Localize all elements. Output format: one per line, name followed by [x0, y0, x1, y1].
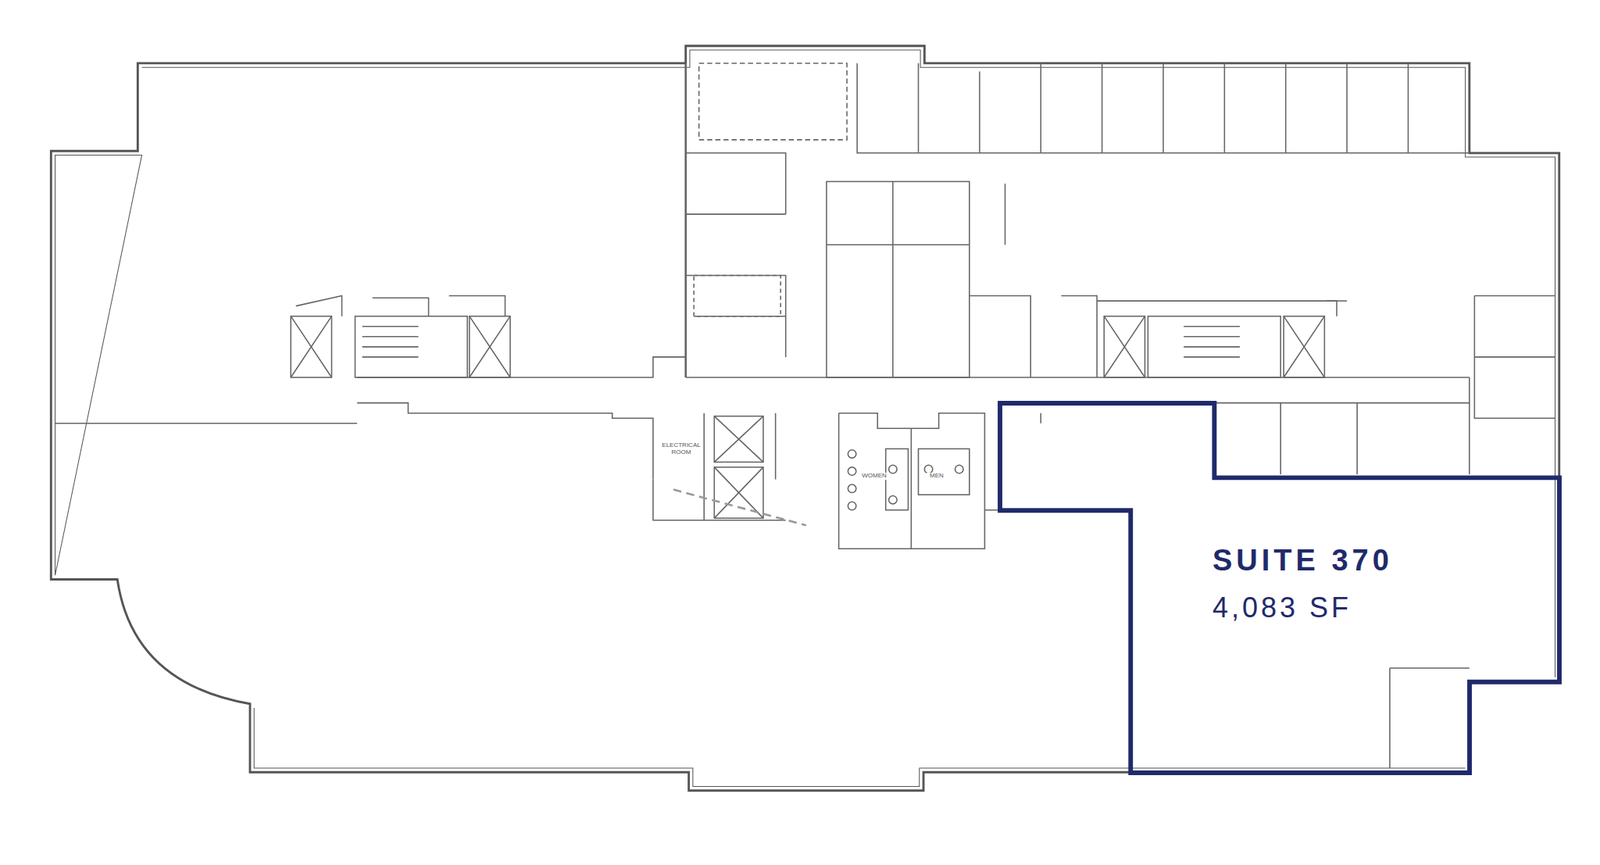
- suite-outline: SUITE 370 4,083 SF: [1000, 403, 1560, 773]
- room-label: WOMEN: [860, 472, 888, 480]
- suite-name: SUITE 370: [1212, 545, 1393, 575]
- room-label: MEN: [926, 472, 947, 480]
- exterior-wall-inner: [55, 50, 1556, 787]
- exterior-wall: [50, 46, 1559, 791]
- suite-area: 4,083 SF: [1212, 593, 1352, 622]
- room-label: ELECTRICAL ROOM: [660, 442, 702, 457]
- suite-boundary: [1000, 403, 1560, 773]
